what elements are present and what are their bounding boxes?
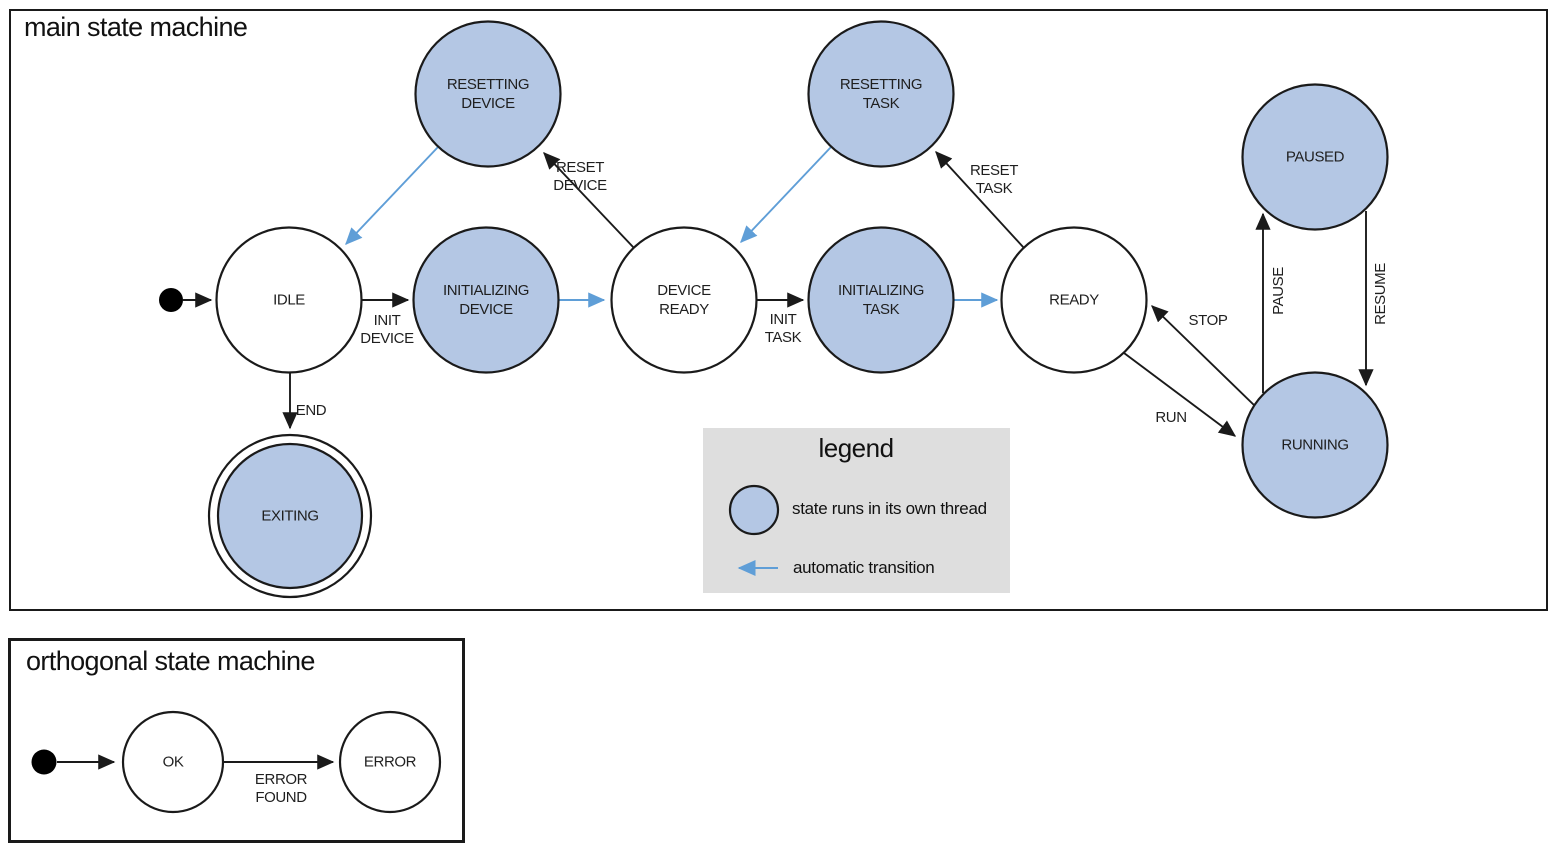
legend-thread-label: state runs in its own thread xyxy=(792,499,987,518)
main-machine-title: main state machine xyxy=(24,12,248,42)
edge-label-reset-device: RESET DEVICE xyxy=(553,159,607,195)
label-line-2: READY xyxy=(659,301,709,318)
state-label-device-ready: DEVICE READY xyxy=(657,281,711,319)
state-label-ready: READY xyxy=(1049,291,1099,309)
label-line-1: INIT xyxy=(373,312,401,329)
label-line-1: RESETTING xyxy=(446,76,530,93)
state-label-exiting: EXITING xyxy=(261,507,319,525)
edge-label-init-device: INIT DEVICE xyxy=(360,312,414,348)
label-line-1: INIT xyxy=(769,311,797,328)
label-line-2: DEVICE xyxy=(459,301,513,318)
edge-label-pause: PAUSE xyxy=(1270,267,1287,315)
label-line-1: INITIALIZING xyxy=(837,282,925,299)
state-label-error: ERROR xyxy=(363,753,417,771)
legend-auto-label: automatic transition xyxy=(793,558,935,577)
label-line-2: FOUND xyxy=(255,789,307,806)
label-line-1: RESET xyxy=(555,159,605,176)
label-line-2: DEVICE xyxy=(360,330,414,347)
label-line-2: TASK xyxy=(764,329,802,346)
label-line-2: DEVICE xyxy=(461,95,515,112)
state-label-initializing-task: INITIALIZING TASK xyxy=(838,281,924,319)
state-label-resetting-device: RESETTING DEVICE xyxy=(446,75,530,113)
orthogonal-machine-title: orthogonal state machine xyxy=(26,646,315,676)
label-line-1: DEVICE xyxy=(657,282,711,299)
label-line-1: RESETTING xyxy=(839,76,923,93)
state-label-resetting-task: RESETTING TASK xyxy=(839,75,923,113)
edge-label-error-found: ERROR FOUND xyxy=(254,771,308,807)
state-label-ok: OK xyxy=(162,753,184,771)
edge-label-init-task: INIT TASK xyxy=(764,311,802,347)
edge-label-reset-task: RESET TASK xyxy=(970,162,1018,198)
edge-label-resume: RESUME xyxy=(1372,263,1389,325)
label-line-1: RESET xyxy=(969,162,1019,179)
state-label-running: RUNNING xyxy=(1281,436,1349,454)
label-line-2: TASK xyxy=(975,180,1013,197)
state-label-paused: PAUSED xyxy=(1285,148,1345,166)
edge-label-run: RUN xyxy=(1155,409,1187,426)
label-line-2: TASK xyxy=(862,95,900,112)
state-label-idle: IDLE xyxy=(273,291,305,309)
edge-label-end: END xyxy=(295,402,327,419)
legend-title: legend xyxy=(818,433,894,463)
state-label-initializing-device: INITIALIZING DEVICE xyxy=(443,281,529,319)
label-line-1: INITIALIZING xyxy=(442,282,530,299)
label-line-2: TASK xyxy=(862,301,900,318)
label-line-1: ERROR xyxy=(254,771,308,788)
label-line-2: DEVICE xyxy=(553,177,607,194)
edge-label-stop: STOP xyxy=(1188,312,1228,329)
